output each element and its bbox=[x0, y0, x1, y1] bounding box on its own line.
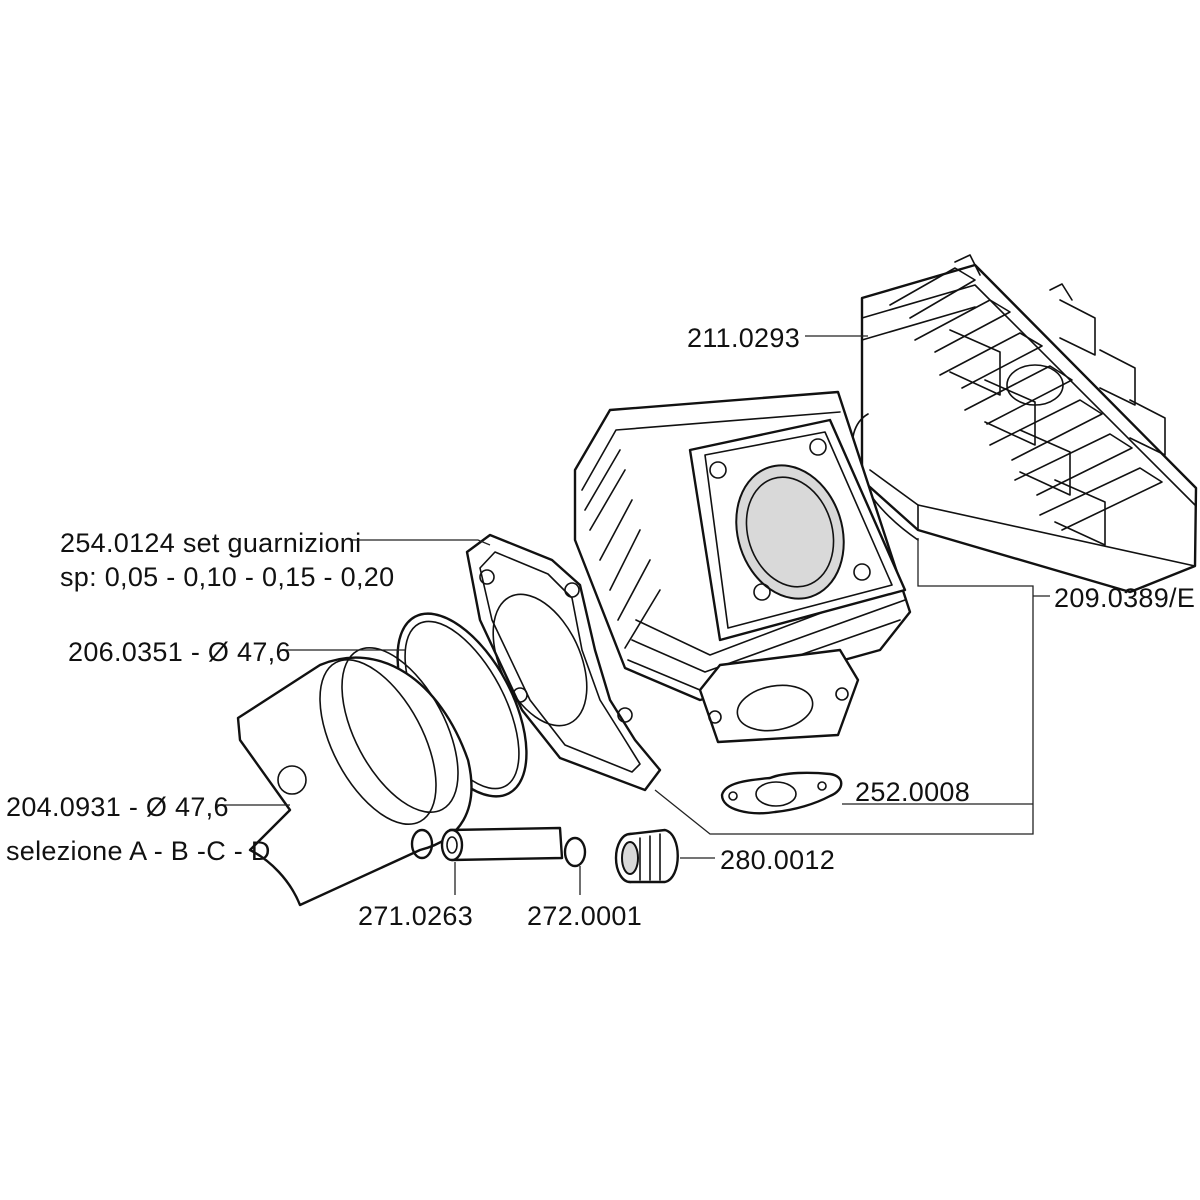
part-labels: 211.0293 254.0124 set guarnizioni sp: 0,… bbox=[6, 323, 1195, 931]
label-cylinder-kit: 209.0389/E bbox=[1054, 583, 1195, 613]
needle-cage-drawing bbox=[614, 828, 679, 884]
label-gasket-set-thicknesses: sp: 0,05 - 0,10 - 0,15 - 0,20 bbox=[60, 562, 394, 592]
label-cylinder-head: 211.0293 bbox=[687, 323, 800, 353]
label-exhaust-gasket: 252.0008 bbox=[855, 777, 970, 807]
left-circlip-drawing bbox=[410, 828, 434, 860]
piston-pin-drawing bbox=[440, 826, 564, 862]
label-piston-selection: selezione A - B -C - D bbox=[6, 836, 271, 866]
label-piston: 204.0931 - Ø 47,6 bbox=[6, 792, 229, 822]
exhaust-gasket-drawing bbox=[720, 771, 843, 815]
cylinder-head-drawing bbox=[851, 254, 1198, 594]
cylinder-drawing bbox=[573, 390, 912, 744]
label-piston-pin: 271.0263 bbox=[358, 901, 473, 931]
right-circlip-drawing bbox=[563, 836, 587, 868]
label-gasket-set: 254.0124 set guarnizioni bbox=[60, 528, 361, 558]
piston-drawing bbox=[236, 646, 473, 907]
label-circlip: 272.0001 bbox=[527, 901, 642, 931]
label-needle-cage: 280.0012 bbox=[720, 845, 835, 875]
label-piston-ring: 206.0351 - Ø 47,6 bbox=[68, 637, 291, 667]
leader-lines bbox=[215, 335, 1050, 895]
